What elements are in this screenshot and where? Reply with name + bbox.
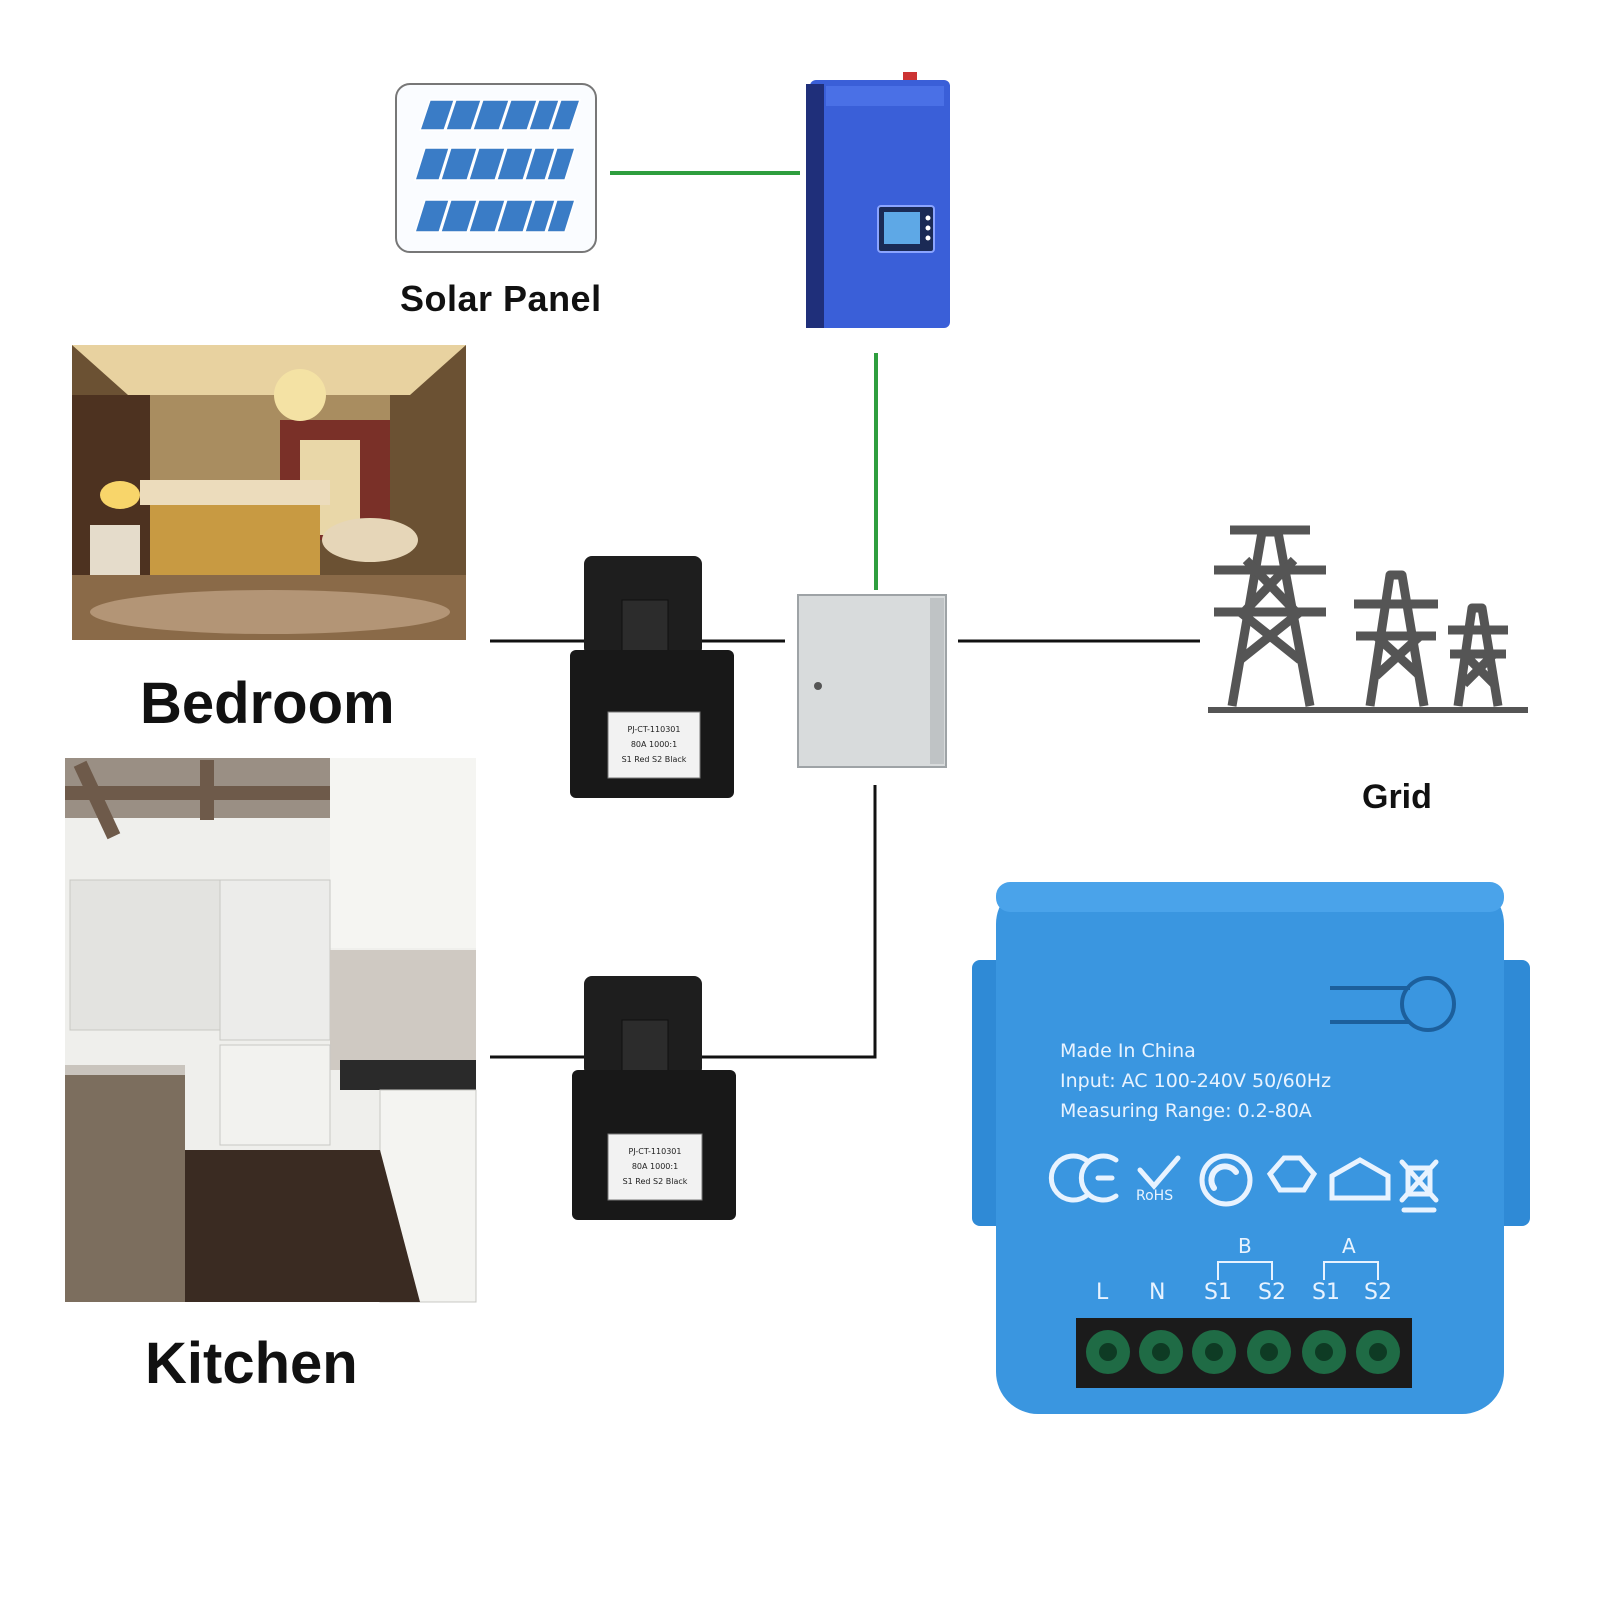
ct-model: PJ-CT-110301 [628,1147,682,1156]
ct-clamp-bedroom-label: PJ-CT-110301 80A 1000:1 S1 Red S2 Black [600,722,708,767]
inverter-icon [806,72,950,328]
meter-range: Measuring Range: 0.2-80A [1060,1100,1312,1122]
ct-clamp-bedroom-icon [570,556,734,798]
terminal-label-b-s2: S2 [1258,1280,1286,1305]
bedroom-label: Bedroom [140,671,395,736]
solar-panel-label: Solar Panel [400,278,602,319]
terminal-label-l: L [1096,1280,1109,1305]
distribution-box-icon [797,594,947,768]
terminal-block [1086,1330,1400,1374]
ct-wires: S1 Red S2 Black [621,755,687,764]
grid-towers-icon [1208,525,1528,713]
indoor-use-icon [1329,1157,1391,1201]
energy-meter-device [972,882,1530,1414]
ct-clamp-kitchen-label: PJ-CT-110301 80A 1000:1 S1 Red S2 Black [601,1144,709,1189]
terminal-label-a-s1: S1 [1312,1280,1340,1305]
ct-wires: S1 Red S2 Black [622,1177,688,1186]
group-b-bracket [1217,1261,1273,1280]
group-a-bracket [1323,1261,1379,1280]
meter-input: Input: AC 100-240V 50/60Hz [1060,1070,1332,1092]
ct-clamp-kitchen-icon [572,976,736,1220]
ce-mark-icon [1048,1153,1119,1203]
terminal-label-b-s1: S1 [1204,1280,1232,1305]
kitchen-label: Kitchen [145,1331,358,1396]
group-b-label: B [1238,1234,1252,1258]
grid-label: Grid [1362,778,1432,816]
recycle-arrow-icon [1199,1153,1253,1207]
recycling-icon [1266,1155,1318,1193]
rohs-check-icon [1137,1155,1181,1190]
meter-origin: Made In China [1060,1040,1196,1062]
rohs-label: RoHS [1136,1188,1174,1204]
group-a-label: A [1342,1234,1356,1258]
bedroom-photo [72,345,466,640]
ct-rating: 80A 1000:1 [630,740,678,749]
kitchen-photo [65,758,477,1303]
meter-spec-text: Made In China Input: AC 100-240V 50/60Hz… [1060,1036,1331,1126]
weee-bin-icon [1399,1159,1439,1213]
terminal-label-a-s2: S2 [1364,1280,1392,1305]
ct-model: PJ-CT-110301 [627,725,681,734]
ct-rating: 80A 1000:1 [631,1162,679,1171]
terminal-label-n: N [1149,1280,1166,1305]
solar-panel-icon [395,83,597,253]
